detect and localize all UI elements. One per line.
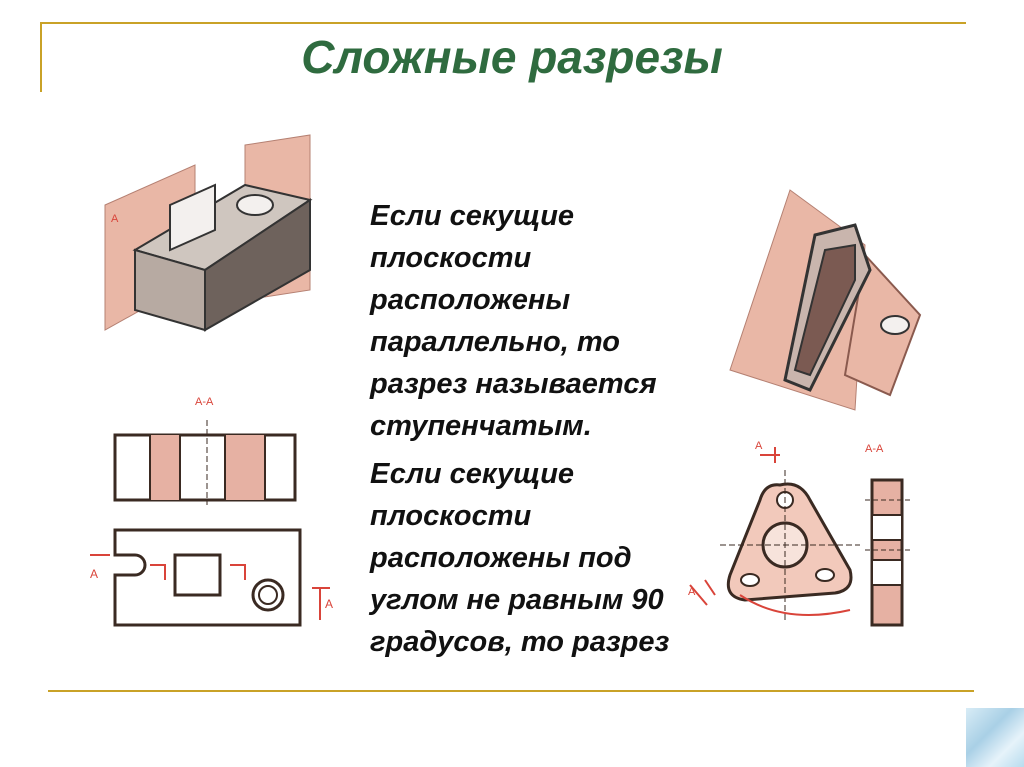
stepped-section-front-view: А-А — [113, 396, 297, 505]
frame-left-line — [40, 22, 42, 92]
slide-title: Сложные разрезы — [301, 31, 723, 83]
broken-section-front-view: А А — [688, 440, 860, 620]
mark-a-3: А — [325, 597, 333, 611]
corner-decoration — [966, 708, 1024, 767]
section-label-aa-2: А-А — [865, 443, 884, 455]
paragraph-stepped: Если секущие плоскости расположены парал… — [370, 200, 657, 442]
broken-section-side-view: А-А — [865, 443, 910, 627]
body-text: Если секущие плоскости расположены парал… — [370, 195, 680, 669]
paragraph-broken: Если секущие плоскости расположены под у… — [370, 458, 670, 658]
frame-top-line — [40, 22, 966, 24]
frame-bottom-line — [48, 690, 974, 692]
mark-a-5: А — [688, 586, 696, 598]
mark-a-4: А — [755, 440, 763, 452]
mark-a-1: А — [111, 213, 119, 225]
stepped-section-isometric: А — [104, 134, 313, 332]
broken-section-isometric — [729, 189, 922, 411]
mark-a-2: А — [90, 567, 98, 581]
section-label-aa-1: А-А — [195, 396, 214, 408]
stepped-section-plan-view: А А — [90, 528, 333, 627]
